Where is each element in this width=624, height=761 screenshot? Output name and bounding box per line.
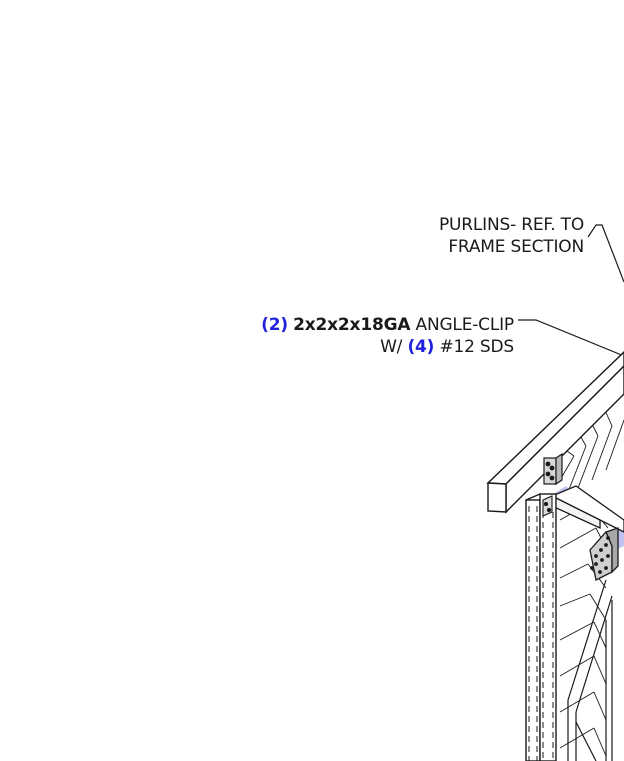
angle-clip-desc: ANGLE-CLIP <box>415 315 515 335</box>
hatch-panel-lower <box>559 503 609 757</box>
angle-clip-with: W/ <box>380 337 403 357</box>
post-side-face <box>539 493 557 761</box>
vertical-post <box>525 493 557 761</box>
post-front-face <box>525 499 541 761</box>
angle-clip-callout-line2: W/ (4) #12 SDS <box>261 336 514 358</box>
purlins-callout: PURLINS- REF. TO FRAME SECTION <box>439 214 584 258</box>
angle-clip-spec: 2x2x2x18GA <box>293 315 411 335</box>
screw-spec: #12 SDS <box>439 337 514 357</box>
post-hidden-lines <box>528 506 554 761</box>
purlins-callout-line2: FRAME SECTION <box>448 237 584 257</box>
rafter-beam <box>486 351 624 514</box>
angle-clip-side <box>542 495 553 517</box>
gusset-screws <box>590 536 610 574</box>
leader-lines <box>518 224 624 357</box>
angle-clip-callout-line1: (2) 2x2x2x18GA ANGLE-CLIP <box>261 314 514 336</box>
horizontal-strut <box>550 485 624 533</box>
angle-clip-qty: (2) <box>261 315 288 335</box>
gusset-plate <box>589 527 619 581</box>
purlins-leader <box>587 224 624 283</box>
rafter-end-face <box>487 482 507 513</box>
inner-frame-edges <box>567 579 613 761</box>
purlins-callout-line1: PURLINS- REF. TO <box>438 215 584 235</box>
angle-clip-callout: (2) 2x2x2x18GA ANGLE-CLIP W/ (4) #12 SDS <box>261 314 514 358</box>
angle-clip-top <box>543 452 563 486</box>
screw-qty: (4) <box>407 337 435 357</box>
angle-clip-leader <box>518 319 624 357</box>
